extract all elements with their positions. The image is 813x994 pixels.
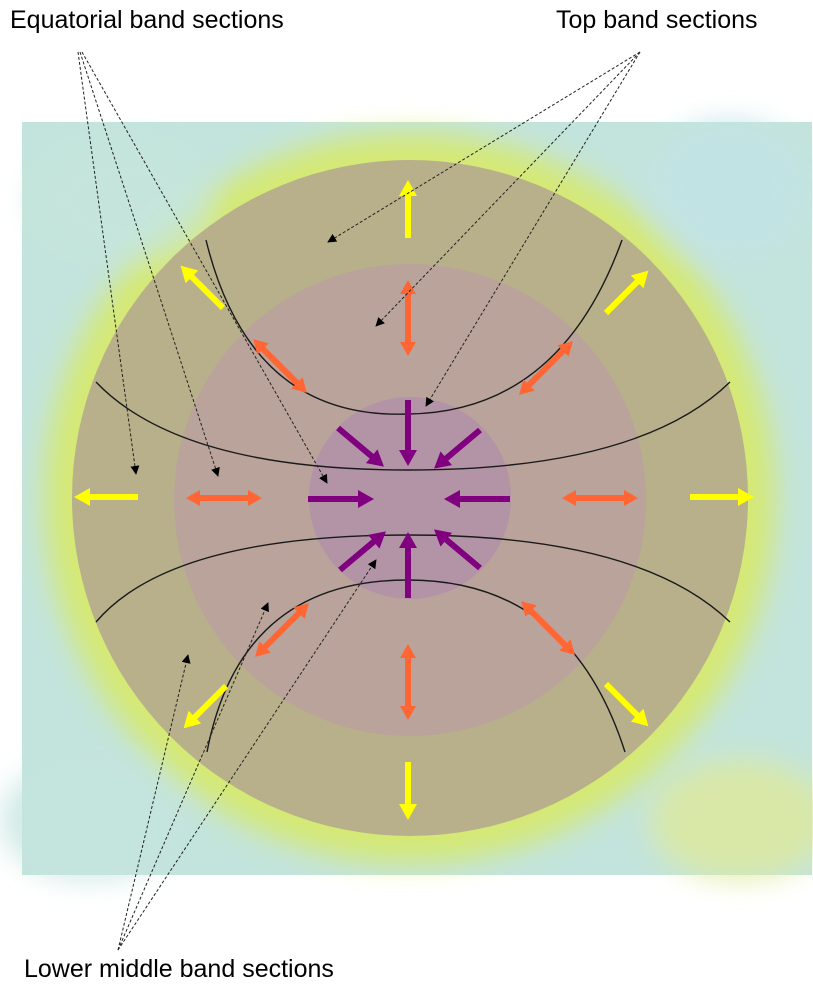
band-diagram bbox=[0, 0, 813, 994]
